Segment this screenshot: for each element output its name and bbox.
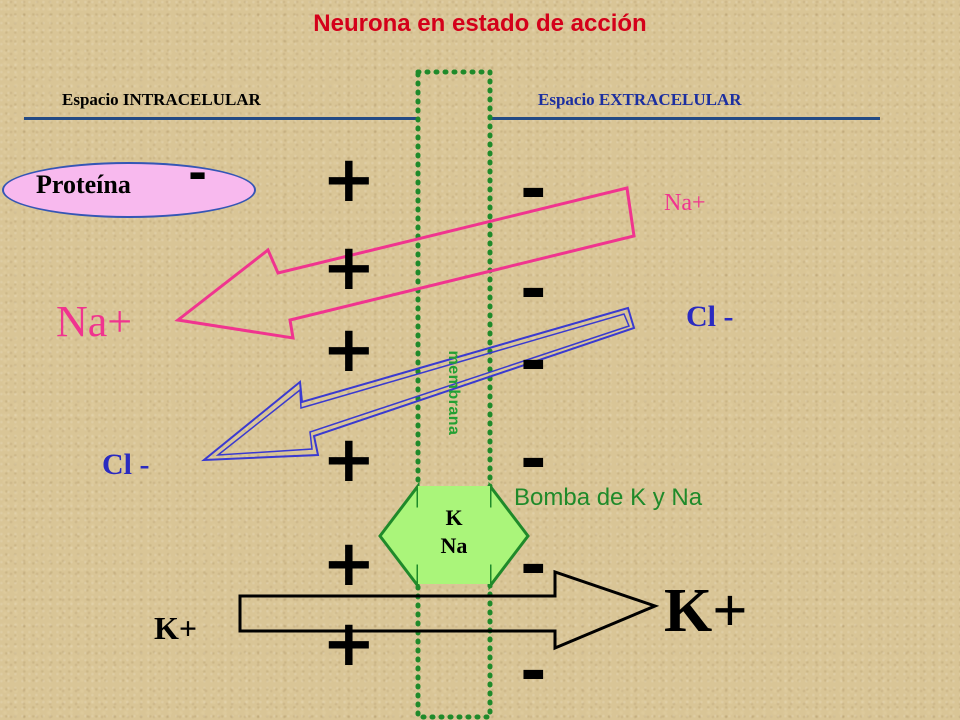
pump-k-label: K [445, 505, 463, 530]
minus-charge: - [520, 253, 547, 327]
membrane-label: membrana [445, 350, 462, 436]
cl-in-label: Cl - [102, 448, 150, 481]
plus-charge: + [322, 231, 376, 305]
plus-charge: + [322, 607, 376, 681]
minus-charge: - [520, 325, 547, 399]
minus-charge: - [520, 423, 547, 497]
plus-charge: + [322, 143, 376, 217]
plus-charge: + [322, 527, 376, 601]
na-arrow [174, 186, 636, 340]
minus-charge: - [520, 529, 547, 603]
na-in-label: Na+ [56, 297, 133, 346]
cl-arrow-outer [201, 306, 636, 462]
pump-label: K Na [418, 504, 490, 560]
plus-charge: + [322, 313, 376, 387]
intracellular-divider [24, 117, 418, 120]
extracellular-label: Espacio EXTRACELULAR [538, 90, 742, 109]
extracellular-divider [490, 117, 880, 120]
page-title: Neurona en estado de acción [313, 10, 647, 37]
k-arrow [238, 569, 660, 651]
pump-body [418, 486, 490, 584]
cl-out-label: Cl - [686, 300, 734, 333]
protein-charge: - [188, 146, 208, 200]
pump-name: Bomba de K y Na [514, 484, 703, 511]
k-out-text: K+ [664, 577, 748, 645]
protein-ellipse [2, 162, 256, 218]
k-out-label: K+ [664, 580, 748, 642]
membrane [415, 69, 493, 720]
pump-na-label: Na [440, 533, 468, 558]
k-in-label: K+ [154, 610, 198, 646]
intracellular-label: Espacio INTRACELULAR [62, 90, 261, 109]
minus-charge: - [520, 635, 547, 709]
plus-charge: + [322, 423, 376, 497]
protein-label: Proteína [36, 170, 131, 199]
na-out-label: Na+ [664, 190, 706, 216]
minus-charge: - [520, 153, 547, 227]
cl-arrow-inner [215, 313, 631, 456]
